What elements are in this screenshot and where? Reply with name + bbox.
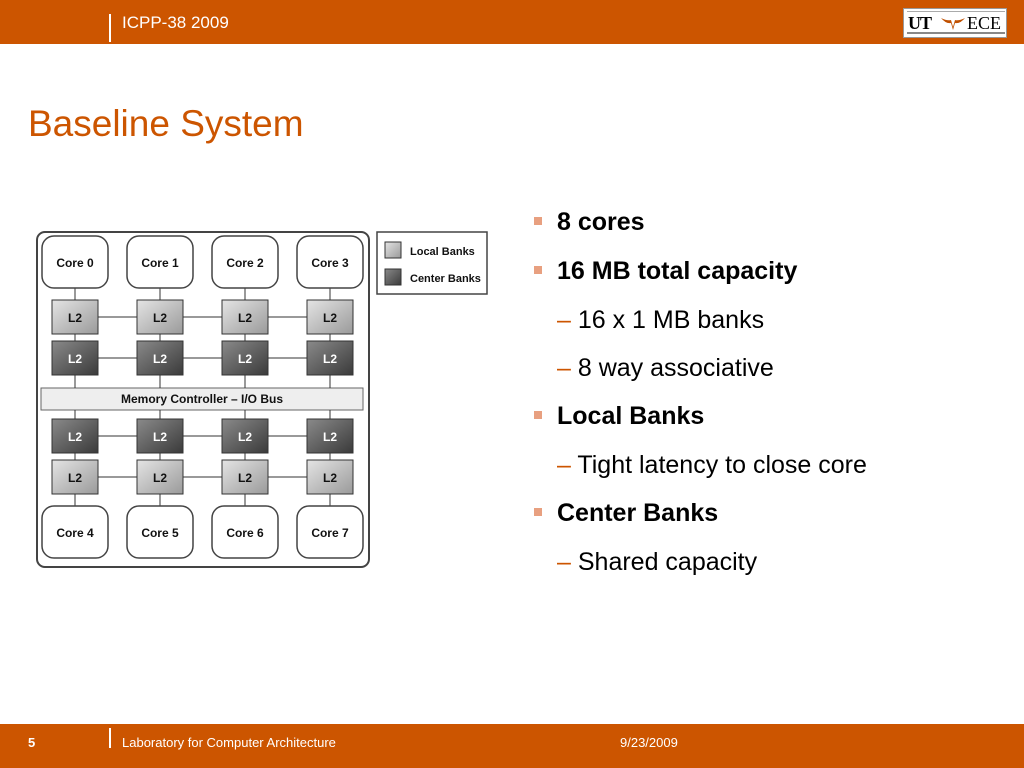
longhorn-icon	[941, 18, 965, 30]
sub-bullet-item: – 16 x 1 MB banks	[532, 303, 867, 351]
bullet-square-icon	[534, 217, 542, 225]
core-label: Core 5	[141, 526, 179, 540]
bullet-item: 8 cores	[532, 205, 867, 254]
footer-bar: 5 Laboratory for Computer Architecture 9…	[0, 724, 1024, 768]
center-bank	[306, 340, 354, 376]
bank-label: L2	[68, 352, 82, 366]
bullet-text: Local Banks	[557, 402, 705, 430]
dash-icon: –	[557, 306, 578, 334]
core-label: Core 4	[56, 526, 94, 540]
center-bank	[136, 340, 184, 376]
core-box	[296, 235, 364, 289]
bullet-item: 16 MB total capacity	[532, 254, 867, 303]
bullet-item: Center Banks	[532, 496, 867, 545]
legend-center-label: Center Banks	[410, 273, 481, 285]
local-bank	[306, 459, 354, 495]
center-bank	[306, 418, 354, 454]
dash-icon: –	[557, 354, 578, 382]
local-bank	[51, 459, 99, 495]
bank-label: L2	[323, 311, 337, 325]
bullet-item: Local Banks	[532, 399, 867, 448]
legend-local-swatch	[384, 241, 402, 259]
center-bank	[221, 418, 269, 454]
bullet-list: 8 cores 16 MB total capacity – 16 x 1 MB b…	[532, 205, 867, 593]
bank-label: L2	[238, 311, 252, 325]
cache-diagram: Local Banks Center Banks Memory Controll…	[36, 231, 488, 568]
bank-label: L2	[238, 471, 252, 485]
slide-title: Baseline System	[28, 103, 304, 144]
bank-label: L2	[68, 430, 82, 444]
core-box	[211, 235, 279, 289]
logo-ut-text: UT	[908, 13, 932, 33]
local-bank	[221, 459, 269, 495]
bank-label: L2	[323, 471, 337, 485]
bank-label: L2	[323, 352, 337, 366]
header-bar: ICPP-38 2009 UT ECE	[0, 0, 1024, 44]
logo-rule-bottom	[907, 32, 1005, 34]
sub-bullet-text: 8 way associative	[577, 354, 774, 382]
footer-divider	[109, 728, 111, 748]
memory-bus	[40, 387, 364, 411]
bank-label: L2	[238, 430, 252, 444]
local-bank	[306, 299, 354, 335]
bullet-square-icon	[534, 411, 542, 419]
conference-name: ICPP-38 2009	[122, 13, 229, 32]
local-bank	[136, 299, 184, 335]
sub-bullet-item: – Tight latency to close core	[532, 448, 867, 496]
bank-label: L2	[323, 430, 337, 444]
core-label: Core 1	[141, 256, 179, 270]
core-box	[41, 235, 109, 289]
sub-bullet-text: 16 x 1 MB banks	[577, 306, 765, 334]
local-bank	[221, 299, 269, 335]
core-box	[41, 505, 109, 559]
sub-bullet-item: – Shared capacity	[532, 545, 867, 593]
core-label: Core 2	[226, 256, 264, 270]
core-box	[126, 505, 194, 559]
memory-bus-label: Memory Controller – I/O Bus	[121, 392, 283, 406]
bullet-text: 16 MB total capacity	[557, 257, 798, 285]
dash-icon: –	[557, 548, 578, 576]
bank-label: L2	[153, 471, 167, 485]
sub-bullet-text: Tight latency to close core	[577, 451, 867, 479]
bullet-square-icon	[534, 266, 542, 274]
center-bank	[221, 340, 269, 376]
logo-rule-top	[907, 11, 1005, 12]
local-bank	[136, 459, 184, 495]
page-number: 5	[28, 735, 36, 750]
core-label: Core 6	[226, 526, 264, 540]
logo-ece-text: ECE	[967, 13, 1001, 33]
bank-label: L2	[238, 352, 252, 366]
sub-bullet-text: Shared capacity	[577, 548, 758, 576]
bullet-text: Center Banks	[557, 499, 719, 527]
core-box	[126, 235, 194, 289]
center-bank	[51, 418, 99, 454]
bank-label: L2	[68, 471, 82, 485]
dash-icon: –	[557, 451, 578, 479]
bank-label: L2	[68, 311, 82, 325]
sub-bullet-item: – 8 way associative	[532, 351, 867, 399]
local-bank	[51, 299, 99, 335]
core-label: Core 3	[311, 256, 349, 270]
ut-ece-logo: UT ECE	[903, 8, 1007, 38]
header-divider	[109, 14, 111, 42]
core-box	[211, 505, 279, 559]
bank-label: L2	[153, 352, 167, 366]
legend-local-label: Local Banks	[410, 246, 475, 258]
center-bank	[51, 340, 99, 376]
lab-name: Laboratory for Computer Architecture	[122, 735, 336, 750]
bank-label: L2	[153, 311, 167, 325]
legend-center-swatch	[384, 268, 402, 286]
bullet-text: 8 cores	[557, 208, 645, 236]
bank-label: L2	[153, 430, 167, 444]
core-box	[296, 505, 364, 559]
slide-date: 9/23/2009	[620, 735, 678, 750]
bullet-square-icon	[534, 508, 542, 516]
center-bank	[136, 418, 184, 454]
core-label: Core 7	[311, 526, 349, 540]
core-label: Core 0	[56, 256, 94, 270]
